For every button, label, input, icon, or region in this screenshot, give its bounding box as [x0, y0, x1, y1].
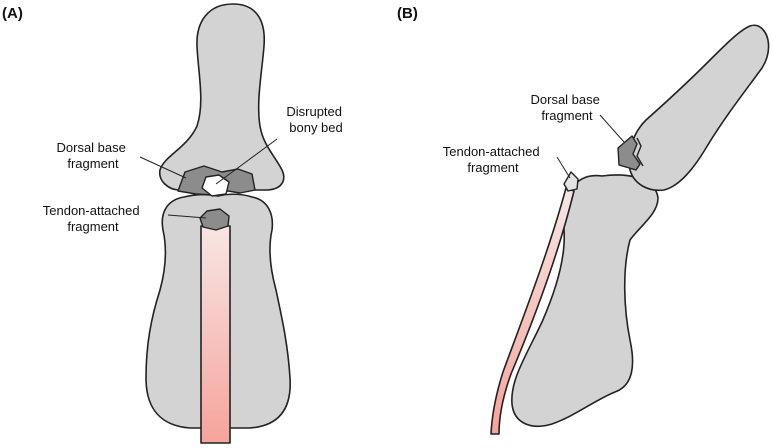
- callout-line: fragment: [467, 160, 519, 175]
- tendon: [200, 225, 231, 444]
- callout-line: Dorsal base: [531, 92, 600, 107]
- leader-tendon-fragment-a: [167, 214, 207, 219]
- panel-b-label: (B): [397, 5, 418, 22]
- leader-tendon-fragment-b: [556, 156, 571, 179]
- callout-dorsal-base-fragment-a: Dorsal base fragment: [57, 140, 130, 171]
- dorsal-base-fragment-lateral: [617, 135, 641, 171]
- callout-line: fragment: [67, 219, 119, 234]
- callout-disrupted-bony-bed-a: Disrupted bony bed: [286, 104, 345, 135]
- leader-bony-bed-a: [215, 138, 278, 185]
- panel-a: (A) Dorsal base fragment Disrupted bony …: [2, 3, 345, 444]
- fracture-line-lateral: [636, 137, 644, 167]
- tendon-attached-fragment: [199, 208, 230, 231]
- tendon-lateral: [490, 187, 575, 435]
- callout-line: fragment: [541, 108, 593, 123]
- callout-dorsal-base-fragment-b: Dorsal base fragment: [531, 92, 604, 123]
- panel-b: (B) Dorsal base fragment Tendon-attached…: [397, 5, 770, 435]
- panel-a-label: (A): [2, 5, 23, 22]
- leader-dorsal-base-b: [599, 114, 625, 143]
- distal-phalanx: [158, 3, 285, 191]
- distal-phalanx-lateral: [628, 24, 770, 192]
- disrupted-bony-bed: [201, 174, 230, 197]
- callout-line: Tendon-attached: [43, 203, 140, 218]
- callout-line: Tendon-attached: [443, 144, 540, 159]
- callout-line: Disrupted: [286, 104, 342, 119]
- callout-line: Dorsal base: [57, 140, 126, 155]
- callout-tendon-attached-fragment-b: Tendon-attached fragment: [443, 144, 543, 175]
- tendon-attached-fragment-lateral: [563, 171, 579, 192]
- middle-phalanx-lateral: [511, 174, 659, 428]
- leader-dorsal-base-a: [139, 156, 187, 179]
- callout-tendon-attached-fragment-a: Tendon-attached fragment: [43, 203, 143, 234]
- callout-line: bony bed: [289, 120, 343, 135]
- callout-line: fragment: [67, 156, 119, 171]
